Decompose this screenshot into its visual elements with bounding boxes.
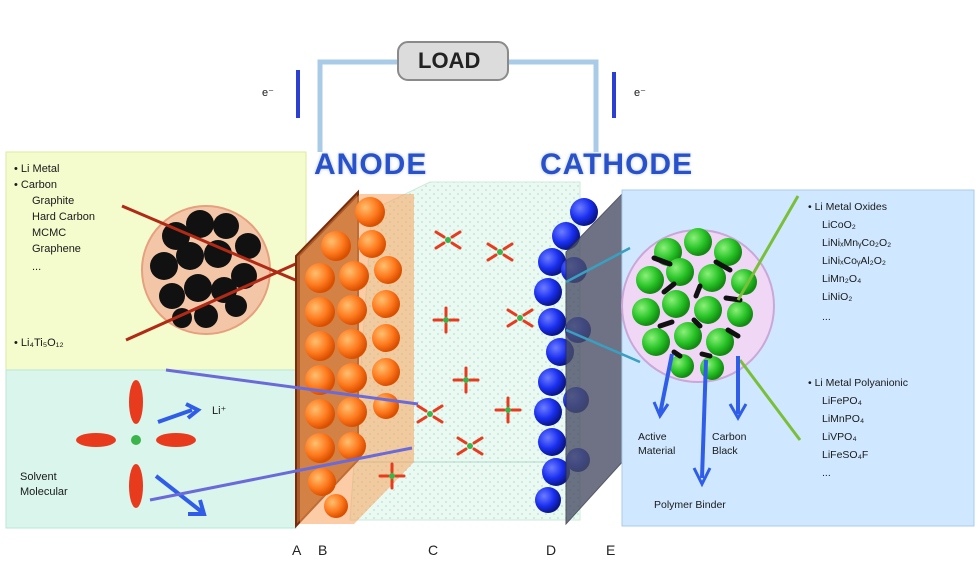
bottom-label-e: E bbox=[606, 542, 616, 558]
bottom-label-d: D bbox=[546, 542, 557, 558]
cathode-oxide-item: LiCoO₂ bbox=[822, 219, 856, 231]
cathode-polyanionic-item: ... bbox=[822, 467, 831, 479]
anode-title: ANODE bbox=[314, 148, 428, 181]
cathode-oxide-item: LiNiₓCoᵧAl₂O₂ bbox=[822, 255, 886, 267]
anode-material-item: • Carbon bbox=[14, 179, 57, 191]
active-material-label: Active Material bbox=[638, 431, 676, 458]
cathode-oxide-item: ... bbox=[822, 311, 831, 323]
anode-zoom-circle bbox=[121, 204, 301, 342]
bottom-label-b: B bbox=[318, 542, 328, 558]
carbon-black-label: Carbon Black bbox=[712, 431, 747, 458]
cathode-polyanionic-item: LiFePO₄ bbox=[822, 395, 862, 407]
cathode-polyanionic-item: LiFeSO₄F bbox=[822, 449, 869, 461]
li-ion-solvates bbox=[378, 230, 534, 490]
li-ion-centers bbox=[389, 237, 523, 479]
load-label: LOAD bbox=[418, 48, 481, 73]
cathode-oxide-item: LiNiₓMnᵧCo₂O₂ bbox=[822, 237, 892, 249]
electron-label-left: e⁻ bbox=[262, 87, 274, 99]
cathode-oxide-item: • Li Metal Oxides bbox=[808, 201, 887, 213]
solvent-panel bbox=[5, 369, 297, 529]
cathode-polyanionic-item: • Li Metal Polyanionic bbox=[808, 377, 908, 389]
cathode-polyanionic-item: LiMnPO₄ bbox=[822, 413, 865, 425]
bottom-label-a: A bbox=[292, 542, 302, 558]
anode-material-item: • Li₄Ti₅O₁₂ bbox=[14, 337, 64, 349]
anode-material-item: MCMC bbox=[32, 227, 67, 239]
anode-material-item: Hard Carbon bbox=[32, 211, 95, 223]
cathode-polyanionic-item: LiVPO₄ bbox=[822, 431, 857, 443]
cathode-oxide-item: LiMn₂O₄ bbox=[822, 273, 862, 285]
external-circuit bbox=[296, 41, 616, 152]
anode-material-item: Graphene bbox=[32, 243, 81, 255]
cathode-oxide-item: LiNiO₂ bbox=[822, 291, 853, 303]
li-ion-label: Li⁺ bbox=[212, 405, 227, 417]
solvent-link-line-top bbox=[165, 368, 419, 406]
anode-particles bbox=[305, 197, 402, 518]
cathode-title: CATHODE bbox=[540, 148, 694, 181]
anode-material-item: Graphite bbox=[32, 195, 75, 207]
cathode-zoom-circle bbox=[565, 195, 802, 488]
anode-material-item: ... bbox=[32, 261, 42, 273]
polymer-binder-label: Polymer Binder bbox=[654, 499, 726, 511]
electron-label-right: e⁻ bbox=[634, 87, 646, 99]
solvent-link-line-bottom bbox=[149, 446, 413, 502]
load-box bbox=[397, 41, 509, 81]
anode-material-item: • Li Metal bbox=[14, 163, 60, 175]
bottom-label-c: C bbox=[428, 542, 439, 558]
solvent-molecular-label: Solvent Molecular bbox=[20, 471, 68, 498]
